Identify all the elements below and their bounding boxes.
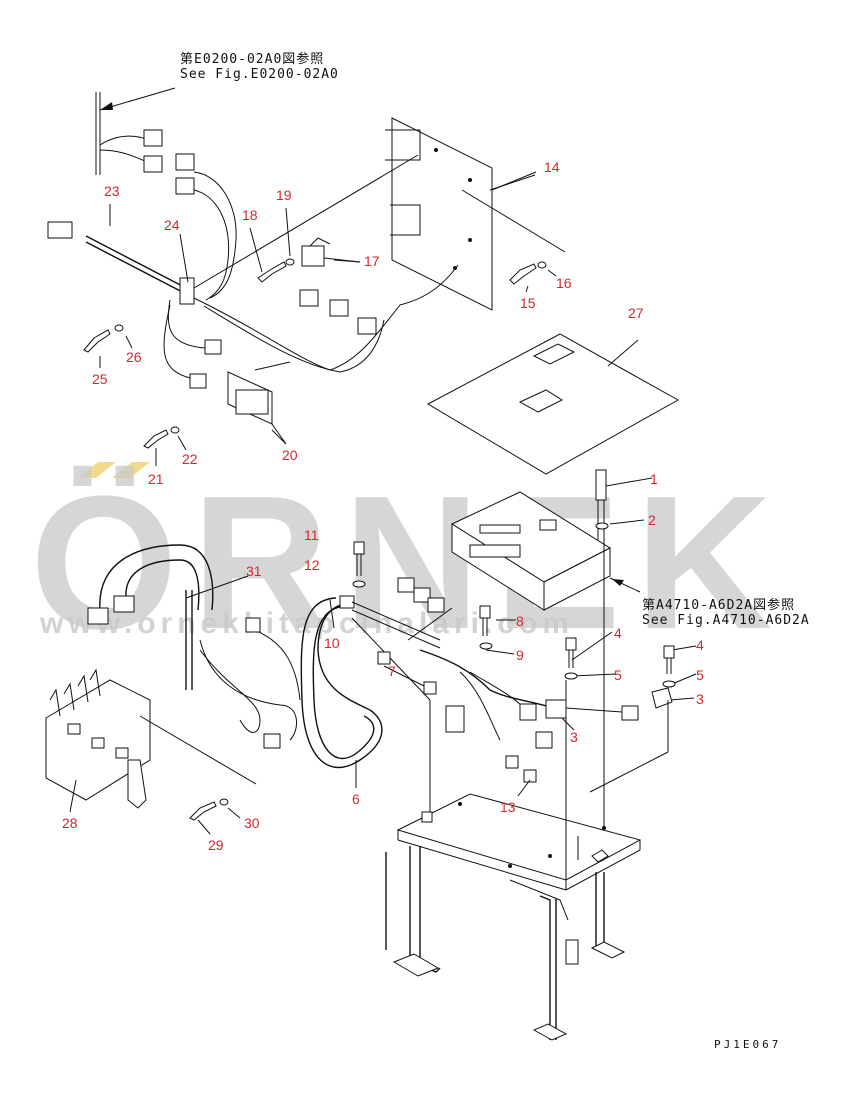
callout-6: 6	[352, 791, 360, 807]
callout-2: 2	[648, 512, 656, 528]
reference-top-line1: 第E0200-02A0図参照	[180, 52, 325, 67]
harness-31	[87, 544, 301, 749]
callout-18: 18	[242, 207, 258, 223]
callout-1: 1	[650, 471, 658, 487]
callout-28: 28	[62, 815, 78, 831]
watermark: ÖRNEK www.ornekkitapcinalari.com	[30, 457, 772, 669]
label-sheet-27	[426, 333, 680, 475]
callout-26: 26	[126, 349, 142, 365]
harness-center-connectors	[377, 577, 673, 793]
callout-3b: 3	[570, 729, 578, 745]
bracket-28	[45, 668, 257, 809]
harness-6	[300, 595, 441, 820]
reference-note-top: 第E0200-02A0図参照 See Fig.E0200-02A0	[180, 52, 339, 82]
callout-15: 15	[520, 295, 536, 311]
base-frame	[385, 540, 642, 1041]
callout-5b: 5	[696, 667, 704, 683]
block-20	[227, 361, 291, 445]
callout-27: 27	[628, 305, 644, 321]
callout-31: 31	[246, 563, 262, 579]
callout-14: 14	[544, 159, 560, 175]
callout-17: 17	[364, 253, 380, 269]
callout-19: 19	[276, 187, 292, 203]
callout-4b: 4	[696, 637, 704, 653]
leader-lines-upper	[69, 171, 575, 835]
callout-13: 13	[500, 799, 516, 815]
rod-23	[47, 221, 195, 305]
reference-top-line2: See Fig.E0200-02A0	[180, 67, 339, 82]
drawing-code: PJ1E067	[714, 1038, 782, 1051]
bracket-14	[385, 117, 566, 311]
callout-10: 10	[324, 635, 340, 651]
callout-12: 12	[304, 557, 320, 573]
reference-right-line2: See Fig.A4710-A6D2A	[642, 613, 810, 628]
reference-right-line1: 第A4710-A6D2A図参照	[642, 598, 796, 613]
callout-23: 23	[104, 183, 120, 199]
main-harness	[163, 154, 459, 389]
callout-4a: 4	[614, 625, 622, 641]
callout-16: 16	[556, 275, 572, 291]
harness-reference-arrow	[95, 87, 176, 175]
callout-numbers: 1 2 3 3 4 4 5 5 6 7 8 9 10 11 12 13 14 1…	[62, 159, 704, 853]
bolt-29	[189, 798, 229, 821]
callout-11: 11	[304, 527, 319, 543]
callout-29: 29	[208, 837, 224, 853]
callout-21: 21	[148, 471, 164, 487]
controller-unit	[450, 469, 641, 611]
leader-lines	[185, 477, 697, 701]
connector-group-upper	[99, 129, 237, 301]
reference-note-right: 第A4710-A6D2A図参照 See Fig.A4710-A6D2A	[642, 598, 810, 628]
callout-24: 24	[164, 217, 180, 233]
callout-22: 22	[182, 451, 198, 467]
bolts-upper	[83, 258, 547, 449]
relay-17	[301, 237, 361, 267]
callout-25: 25	[92, 371, 108, 387]
callout-30: 30	[244, 815, 260, 831]
callout-7: 7	[388, 663, 396, 679]
callout-8: 8	[516, 613, 524, 629]
callout-3a: 3	[696, 691, 704, 707]
callout-9: 9	[516, 647, 524, 663]
bolts-middle	[352, 541, 676, 688]
callout-5a: 5	[614, 667, 622, 683]
callout-20: 20	[282, 447, 298, 463]
